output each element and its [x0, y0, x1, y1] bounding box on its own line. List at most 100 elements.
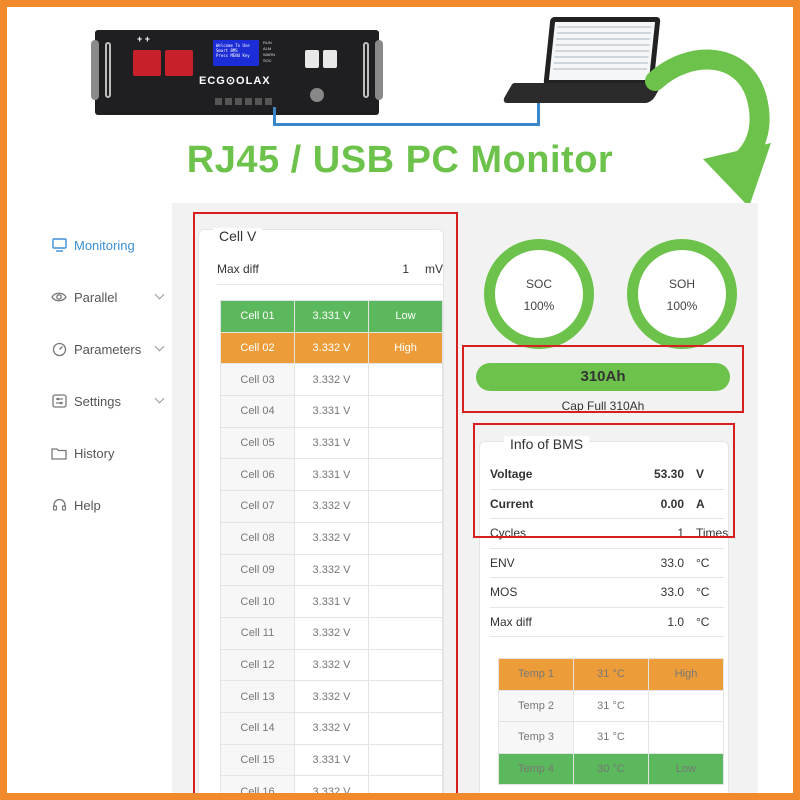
sidebar-nav: Monitoring Parallel Parameters Settings [51, 219, 171, 531]
battery-rack-device: + + Welcome To Use Smart BMS Press MENU … [91, 30, 383, 115]
bms-key: ENV [490, 555, 515, 570]
highlight-box-capacity [462, 345, 744, 413]
sidebar-item-label: Settings [74, 393, 121, 409]
capacity-bar: 310Ah [476, 363, 730, 391]
sidebar-item-history[interactable]: History [51, 427, 171, 479]
cell-voltage: 3.332 V [294, 711, 369, 745]
cell-voltage: 3.331 V [294, 585, 369, 618]
cell-card-title: Cell V [213, 228, 263, 244]
cell-max-diff-row: Max diff 1 mV [217, 262, 443, 285]
temp-value: 31 °C [573, 689, 649, 722]
cell-status [368, 775, 443, 793]
bms-value: 33.0 [660, 585, 684, 600]
cell-name: Cell 08 [220, 521, 295, 555]
sidebar-item-label: Help [74, 497, 101, 513]
negative-terminal [305, 50, 319, 68]
sidebar-item-parallel[interactable]: Parallel [51, 271, 171, 323]
cell-voltage: 3.331 V [294, 300, 369, 333]
device-ports [215, 92, 295, 105]
bms-unit: °C [696, 585, 710, 600]
image-frame: + + Welcome To Use Smart BMS Press MENU … [7, 7, 793, 793]
power-switch [310, 88, 324, 102]
cell-name: Cell 13 [220, 680, 295, 713]
cell-status [368, 616, 443, 650]
laptop-screen [543, 17, 661, 85]
bms-unit: V [696, 467, 705, 482]
chevron-down-icon [154, 393, 165, 404]
soc-gauge: SOC 100% [484, 239, 594, 349]
bms-key: Voltage [490, 467, 533, 482]
temp-status [648, 721, 724, 754]
bms-key: Max diff [490, 614, 532, 629]
capacity-text: Cap Full 310Ah [561, 399, 645, 413]
device-led-list: RUN ALM WARN SOC [263, 40, 276, 63]
cell-name: Cell 15 [220, 743, 295, 777]
cell-status: High [368, 331, 443, 365]
cell-status [368, 521, 443, 555]
sidebar-item-monitoring[interactable]: Monitoring [51, 219, 171, 271]
cable-segment [537, 99, 540, 126]
list-item: Max diff 1.0 °C [490, 608, 724, 637]
soc-value: 100% [523, 299, 555, 313]
cell-voltage: 3.332 V [294, 553, 369, 587]
temp-status: Low [648, 752, 724, 785]
bms-unit: °C [696, 614, 710, 629]
soh-label: SOH [668, 277, 695, 291]
folder-icon [51, 445, 67, 461]
bms-value: 53.30 [653, 467, 684, 482]
cell-status [368, 490, 443, 523]
chevron-down-icon [154, 341, 165, 352]
cell-voltage: 3.332 V [294, 521, 369, 555]
cell-voltage: 3.332 V [294, 648, 369, 682]
negative-terminal-2 [323, 50, 337, 68]
temp-status: High [648, 658, 724, 691]
cell-name: Cell 14 [220, 711, 295, 745]
cable-segment [273, 107, 276, 125]
cell-name: Cell 16 [220, 775, 295, 793]
cell-name: Cell 01 [220, 300, 295, 333]
temp-name: Temp 2 [498, 689, 574, 722]
bms-value: 33.0 [660, 555, 684, 570]
bms-card-title: Info of BMS [504, 436, 590, 452]
max-diff-label: Max diff [217, 262, 259, 276]
laptop-keyboard [501, 83, 663, 103]
temp-value: 31 °C [573, 658, 649, 691]
positive-terminal [133, 50, 161, 76]
banner-title: RJ45 / USB PC Monitor [186, 139, 614, 181]
highlight-box-cells [193, 212, 458, 793]
cell-name: Cell 07 [220, 490, 295, 523]
temp-name: Temp 4 [498, 752, 574, 785]
bms-value: 1.0 [667, 614, 684, 629]
terminal-polarity-label: + + [137, 34, 151, 44]
rack-ear-right [375, 40, 383, 100]
bms-key: Current [490, 496, 534, 511]
sidebar-item-parameters[interactable]: Parameters [51, 323, 171, 375]
cell-status: Low [368, 300, 443, 333]
sidebar-item-label: Parameters [74, 341, 142, 357]
sidebar-item-settings[interactable]: Settings [51, 375, 171, 427]
bms-unit: A [696, 496, 705, 511]
cell-status [368, 585, 443, 618]
cell-name: Cell 02 [220, 331, 295, 365]
cell-status [368, 363, 443, 397]
cell-name: Cell 09 [220, 553, 295, 587]
bms-value: 0.00 [660, 496, 684, 511]
list-item: Current 0.00 A [490, 490, 724, 519]
sidebar-item-help[interactable]: Help [51, 479, 171, 531]
bms-unit: °C [696, 555, 710, 570]
sliders-icon [51, 393, 67, 409]
temp-value: 30 °C [573, 752, 649, 785]
